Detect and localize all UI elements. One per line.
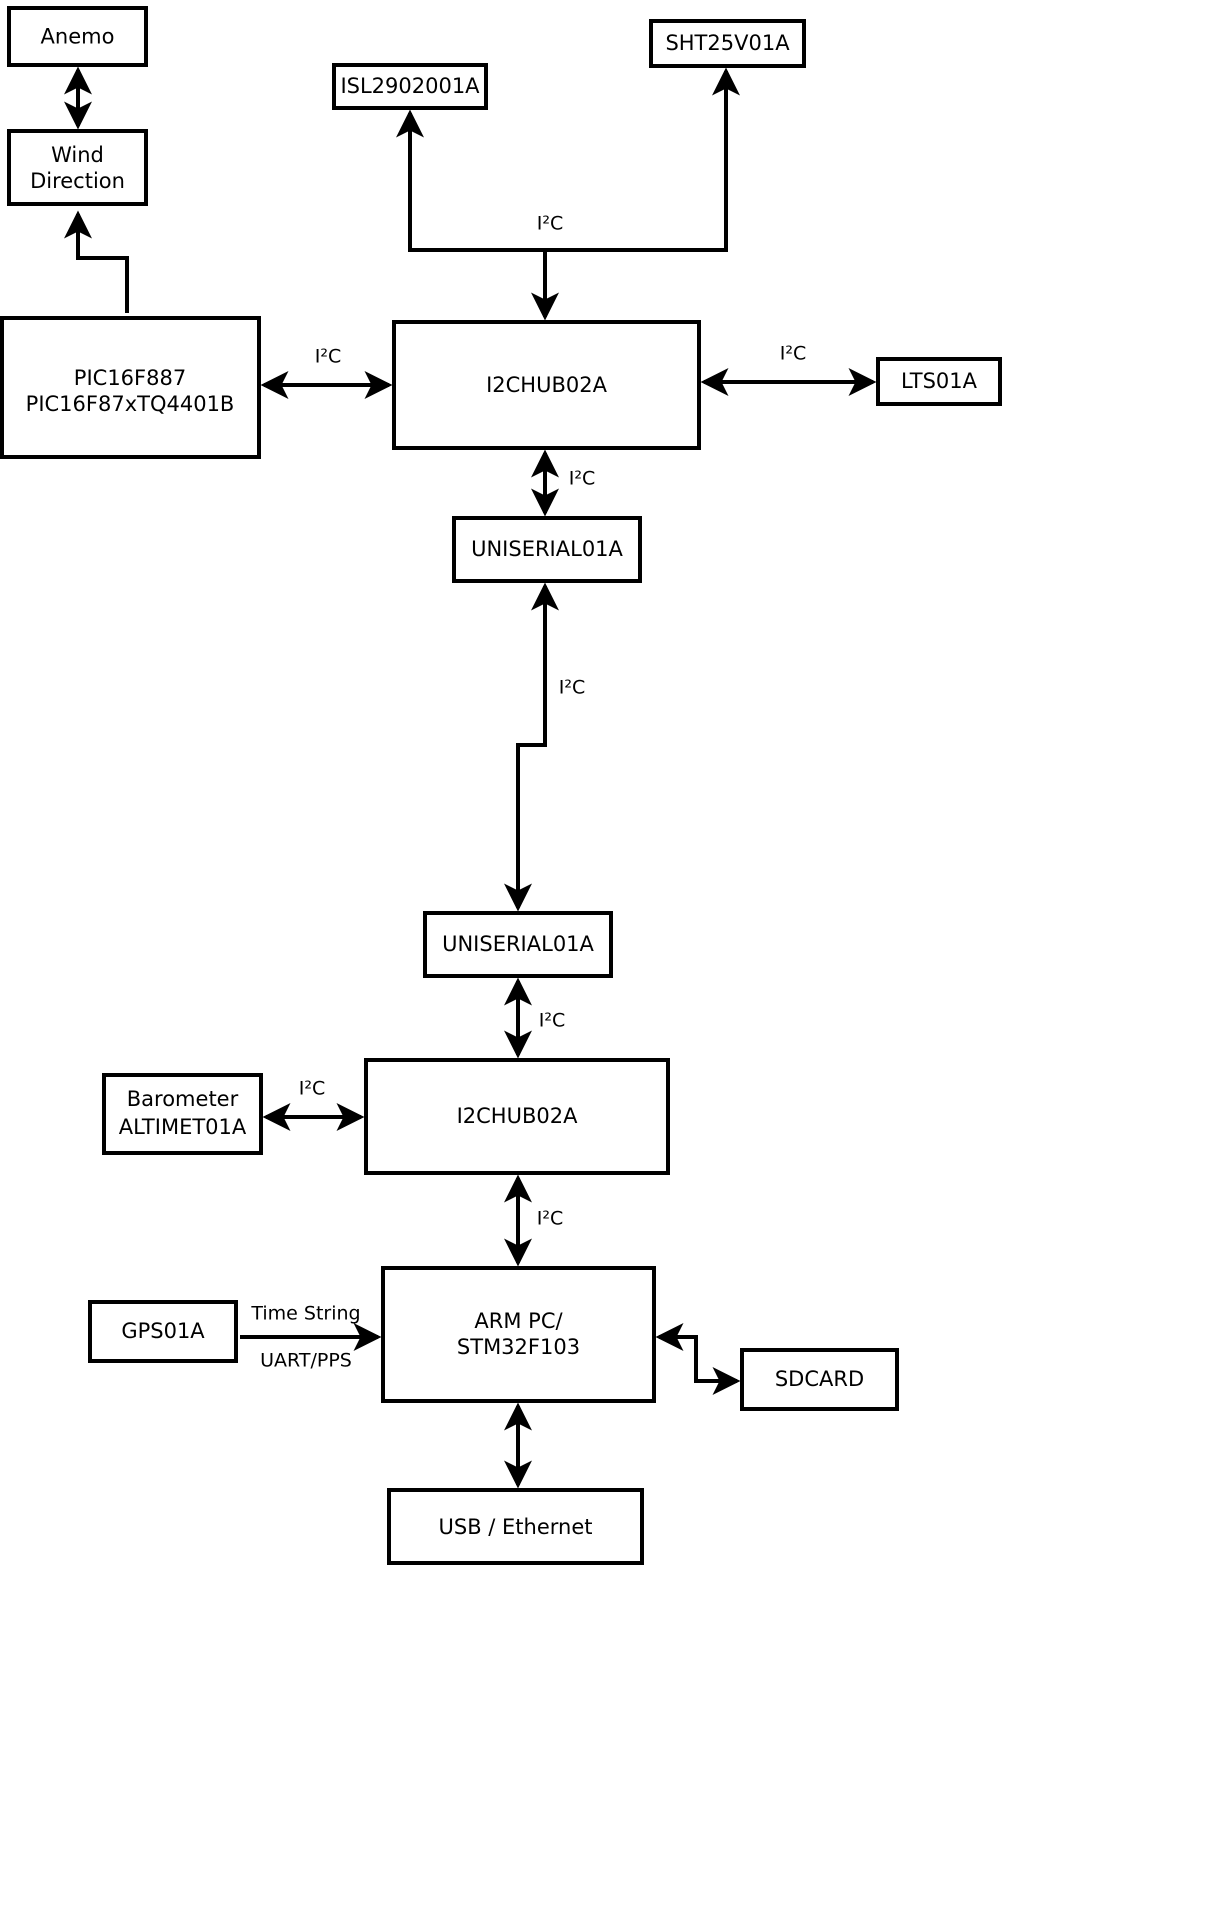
connection-uniserial1-uniserial2 [504,582,559,912]
connection-bus-trunk-isl [396,109,545,252]
node-i2chub02a-bottom-label: I2CHUB02A [457,1104,579,1128]
edge-labels-layer: I²C I²C I²C I²C I²C I²C I²C I²C Time Str… [250,213,806,1372]
node-isl2902001a-label: ISL2902001A [340,74,480,98]
node-usb-ethernet[interactable]: USB / Ethernet [387,1488,644,1565]
node-uniserial01a-upper-label: UNISERIAL01A [471,537,623,561]
connection-bus-trunk-sht [545,67,740,252]
nodes-layer: Anemo Wind Direction ISL2902001A SHT25V0… [0,6,1002,1565]
connection-armpc-sdcard [655,1323,741,1395]
node-uniserial01a-upper[interactable]: UNISERIAL01A [452,516,642,583]
node-pic16f887[interactable]: PIC16F887 PIC16F87xTQ4401B [0,316,261,459]
node-barometer-label-line1: Barometer [127,1087,239,1111]
node-anemo[interactable]: Anemo [7,6,148,67]
node-wind-direction-label-line1: Wind [51,143,104,167]
edge-label-i2c-pic-hub: I²C [315,346,342,368]
node-barometer-label-line2: ALTIMET01A [119,1115,247,1139]
edge-label-i2c-uni2-hub2: I²C [539,1010,566,1032]
node-i2chub02a-top-label: I2CHUB02A [486,373,608,397]
node-i2chub02a-bottom[interactable]: I2CHUB02A [364,1058,670,1175]
node-usb-ethernet-label: USB / Ethernet [439,1515,593,1539]
node-lts01a-label: LTS01A [901,369,978,393]
node-i2chub02a-top[interactable]: I2CHUB02A [392,320,701,450]
node-isl2902001a[interactable]: ISL2902001A [332,63,488,110]
node-wind-direction-label-line2: Direction [30,169,125,193]
edge-label-gps-time-string: Time String [250,1303,360,1325]
edge-label-i2c-hub-lts: I²C [780,343,807,365]
edge-label-gps-uart-pps: UART/PPS [260,1350,352,1372]
node-arm-pc-stm32f103[interactable]: ARM PC/ STM32F103 [381,1266,656,1403]
node-uniserial01a-lower[interactable]: UNISERIAL01A [423,911,613,978]
node-sdcard-label: SDCARD [775,1367,864,1391]
edge-label-i2c-bus-top: I²C [537,213,564,235]
connection-pic-winddir [64,210,129,313]
node-gps01a-label: GPS01A [121,1319,205,1343]
node-lts01a[interactable]: LTS01A [876,357,1002,406]
node-sdcard[interactable]: SDCARD [740,1348,899,1411]
edge-label-i2c-uni1-uni2: I²C [559,677,586,699]
edge-label-i2c-hub2-arm: I²C [537,1208,564,1230]
node-anemo-label: Anemo [41,25,115,49]
node-gps01a[interactable]: GPS01A [88,1300,238,1363]
connections-layer [64,66,877,1489]
node-pic16f887-label-line2: PIC16F87xTQ4401B [26,392,235,416]
node-sht25v01a-label: SHT25V01A [665,31,790,55]
edge-label-i2c-hub-uni1: I²C [569,468,596,490]
node-sht25v01a[interactable]: SHT25V01A [649,19,806,68]
node-pic16f887-label-line1: PIC16F887 [74,366,186,390]
node-wind-direction[interactable]: Wind Direction [7,129,148,206]
node-arm-pc-label-line1: ARM PC/ [474,1309,563,1333]
node-uniserial01a-lower-label: UNISERIAL01A [442,932,594,956]
node-barometer-altimet01a[interactable]: Barometer ALTIMET01A [102,1073,263,1155]
node-arm-pc-label-line2: STM32F103 [457,1335,580,1359]
edge-label-i2c-baro-hub2: I²C [299,1078,326,1100]
